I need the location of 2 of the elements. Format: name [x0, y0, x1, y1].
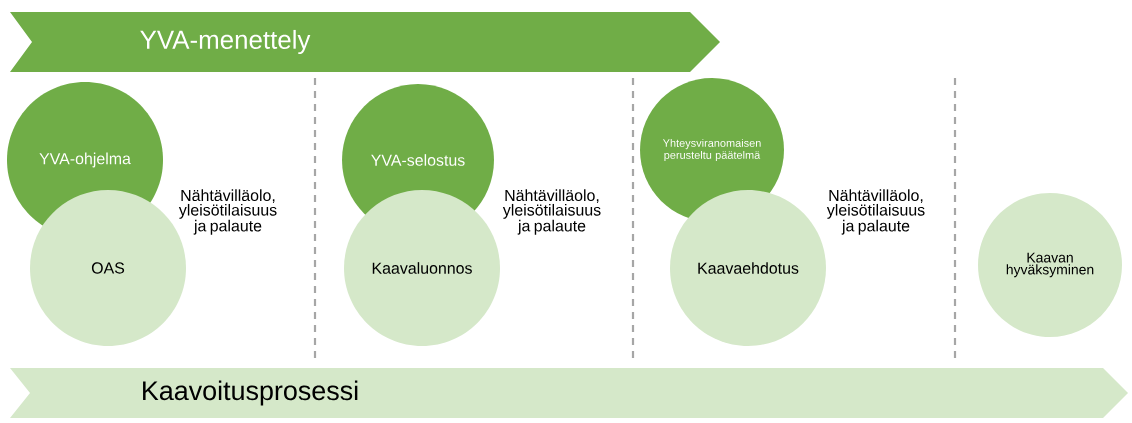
step-note: Nähtävilläolo, yleisötilaisuus ja palaute	[502, 189, 601, 235]
step-note: Nähtävilläolo, yleisötilaisuus ja palaute	[826, 189, 925, 235]
